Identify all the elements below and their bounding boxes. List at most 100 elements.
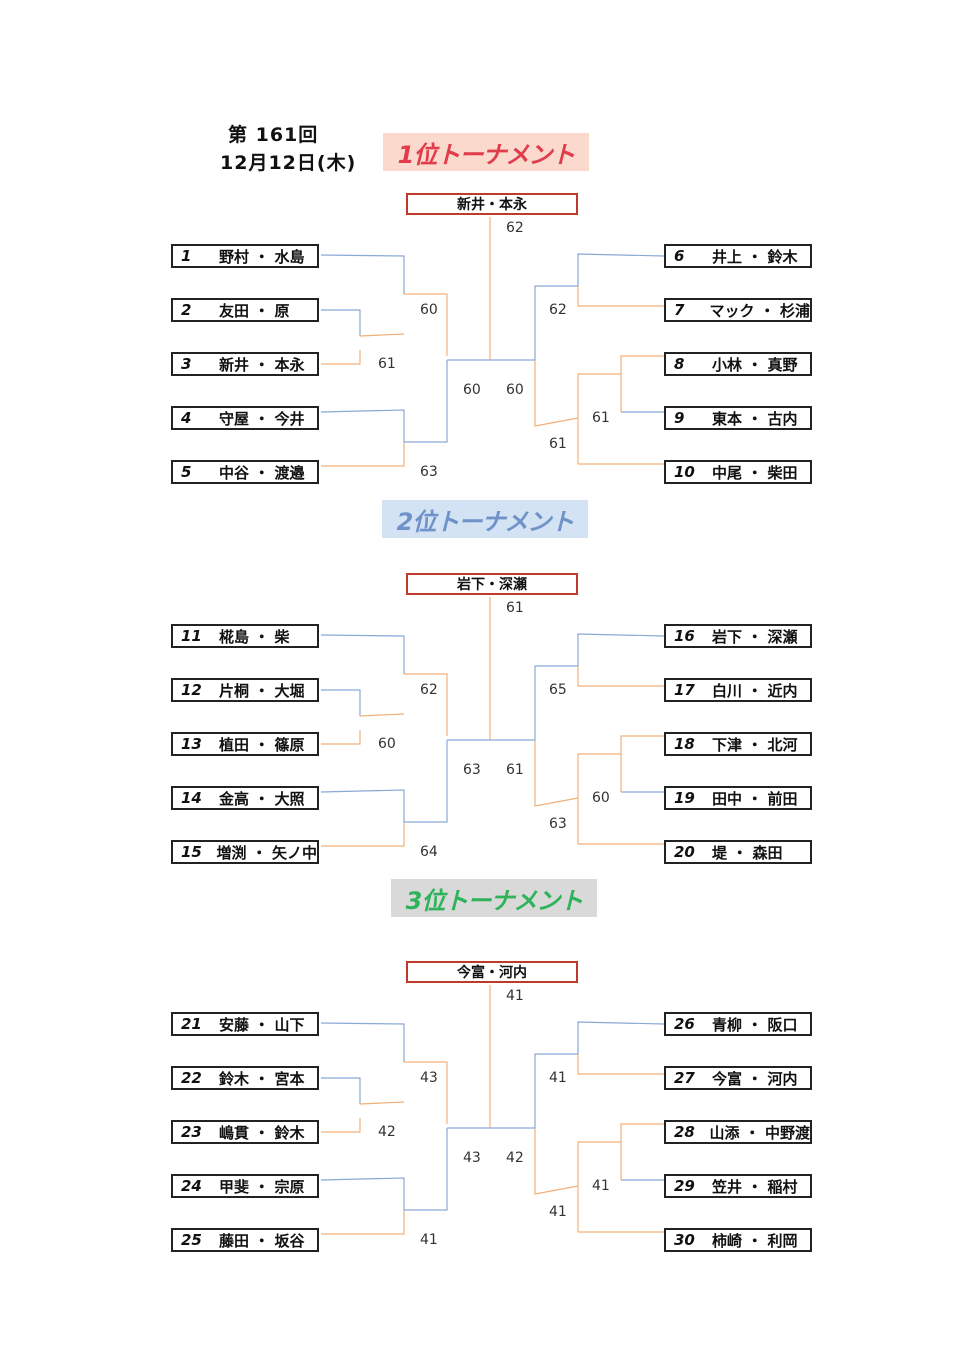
team-number: 15 bbox=[181, 843, 202, 861]
bracket-line bbox=[534, 1053, 578, 1128]
bracket-line bbox=[359, 713, 405, 717]
team-number: 4 bbox=[181, 409, 192, 427]
score-left-semi: 43 bbox=[420, 1070, 438, 1086]
team-number: 12 bbox=[181, 681, 202, 699]
team-name: 金高 ・ 大照 bbox=[219, 789, 305, 808]
score-right-center: 60 bbox=[506, 382, 524, 398]
team-name: 山添 ・ 中野渡 bbox=[709, 1123, 810, 1142]
team-number: 18 bbox=[674, 735, 695, 753]
team-number: 22 bbox=[181, 1069, 202, 1087]
bracket-line bbox=[534, 665, 578, 740]
team-number: 27 bbox=[674, 1069, 695, 1087]
bracket-line bbox=[577, 253, 665, 286]
team-number: 10 bbox=[674, 463, 695, 481]
score-right-quarter: 60 bbox=[592, 790, 610, 806]
team-box: 18 下津 ・ 北河 bbox=[664, 732, 812, 756]
bracket-line bbox=[320, 634, 405, 674]
team-box: 29 笠井 ・ 稲村 bbox=[664, 1174, 812, 1198]
team-name: 青柳 ・ 阪口 bbox=[712, 1015, 798, 1034]
team-number: 19 bbox=[674, 789, 695, 807]
team-number: 17 bbox=[674, 681, 695, 699]
bracket-line bbox=[321, 730, 361, 745]
bracket-line bbox=[321, 689, 361, 716]
team-name: マック ・ 杉浦 bbox=[709, 301, 810, 320]
team-box: 19 田中 ・ 前田 bbox=[664, 786, 812, 810]
score-left-semi: 62 bbox=[420, 682, 438, 698]
winner-box: 新井・本永 bbox=[406, 193, 578, 215]
team-box: 26 青柳 ・ 阪口 bbox=[664, 1012, 812, 1036]
team-box: 12 片桐 ・ 大堀 bbox=[171, 678, 319, 702]
bracket-line bbox=[620, 1123, 664, 1180]
team-name: 田中 ・ 前田 bbox=[712, 789, 798, 808]
bracket-line bbox=[620, 735, 664, 792]
team-name: 植田 ・ 篠原 bbox=[219, 735, 305, 754]
score-right-quarter: 41 bbox=[592, 1178, 610, 1194]
score-right-semi: 41 bbox=[549, 1070, 567, 1086]
bracket-line bbox=[577, 286, 664, 307]
team-box: 24 甲斐 ・ 宗原 bbox=[171, 1174, 319, 1198]
team-name: 増渕 ・ 矢ノ中 bbox=[216, 843, 317, 862]
final-score: 61 bbox=[506, 600, 524, 616]
team-box: 4 守屋 ・ 今井 bbox=[171, 406, 319, 430]
team-name: 今富 ・ 河内 bbox=[712, 1069, 798, 1088]
bracket-line bbox=[404, 740, 448, 823]
bracket-line bbox=[534, 285, 578, 360]
team-number: 9 bbox=[674, 409, 685, 427]
bracket-line bbox=[577, 373, 621, 464]
team-name: 柿崎 ・ 利岡 bbox=[712, 1231, 798, 1250]
score-left-quarter: 61 bbox=[378, 356, 396, 372]
bracket-line bbox=[577, 753, 621, 844]
team-name: 下津 ・ 北河 bbox=[712, 735, 798, 754]
team-number: 29 bbox=[674, 1177, 695, 1195]
team-name: 野村 ・ 水島 bbox=[219, 247, 305, 266]
team-box: 1 野村 ・ 水島 bbox=[171, 244, 319, 268]
team-name: 小林 ・ 真野 bbox=[712, 355, 798, 374]
bracket-line bbox=[321, 1077, 361, 1104]
team-number: 24 bbox=[181, 1177, 202, 1195]
team-name: 甲斐 ・ 宗原 bbox=[219, 1177, 305, 1196]
event-date: 12月12日(木) bbox=[220, 152, 357, 174]
team-number: 7 bbox=[674, 301, 685, 319]
team-number: 16 bbox=[674, 627, 695, 645]
score-right-lower: 41 bbox=[549, 1204, 567, 1220]
team-name: 守屋 ・ 今井 bbox=[219, 409, 305, 428]
bracket-line bbox=[321, 1210, 405, 1235]
bracket-line bbox=[359, 1101, 405, 1105]
bracket-line bbox=[534, 1128, 579, 1195]
bracket-line bbox=[321, 442, 405, 467]
score-left-quarter: 60 bbox=[378, 736, 396, 752]
bracket-line bbox=[404, 360, 448, 443]
team-number: 14 bbox=[181, 789, 202, 807]
team-number: 1 bbox=[181, 247, 192, 265]
bracket-line bbox=[320, 1022, 405, 1062]
score-left-center: 63 bbox=[463, 762, 481, 778]
team-box: 14 金高 ・ 大照 bbox=[171, 786, 319, 810]
team-number: 26 bbox=[674, 1015, 695, 1033]
team-name: 笠井 ・ 稲村 bbox=[712, 1177, 798, 1196]
team-name: 友田 ・ 原 bbox=[219, 301, 290, 320]
bracket-line bbox=[321, 822, 405, 847]
team-name: 椛島 ・ 柴 bbox=[219, 627, 290, 646]
bracket-line bbox=[534, 360, 579, 427]
team-name: 片桐 ・ 大堀 bbox=[219, 681, 305, 700]
score-right-center: 61 bbox=[506, 762, 524, 778]
team-name: 嶋貫 ・ 鈴木 bbox=[219, 1123, 305, 1142]
bracket-line bbox=[577, 1141, 621, 1232]
winner-box: 岩下・深瀬 bbox=[406, 573, 578, 595]
score-right-semi: 62 bbox=[549, 302, 567, 318]
team-number: 2 bbox=[181, 301, 192, 319]
team-number: 25 bbox=[181, 1231, 202, 1249]
bracket-line bbox=[404, 1061, 448, 1124]
bracket-line bbox=[321, 1118, 361, 1133]
